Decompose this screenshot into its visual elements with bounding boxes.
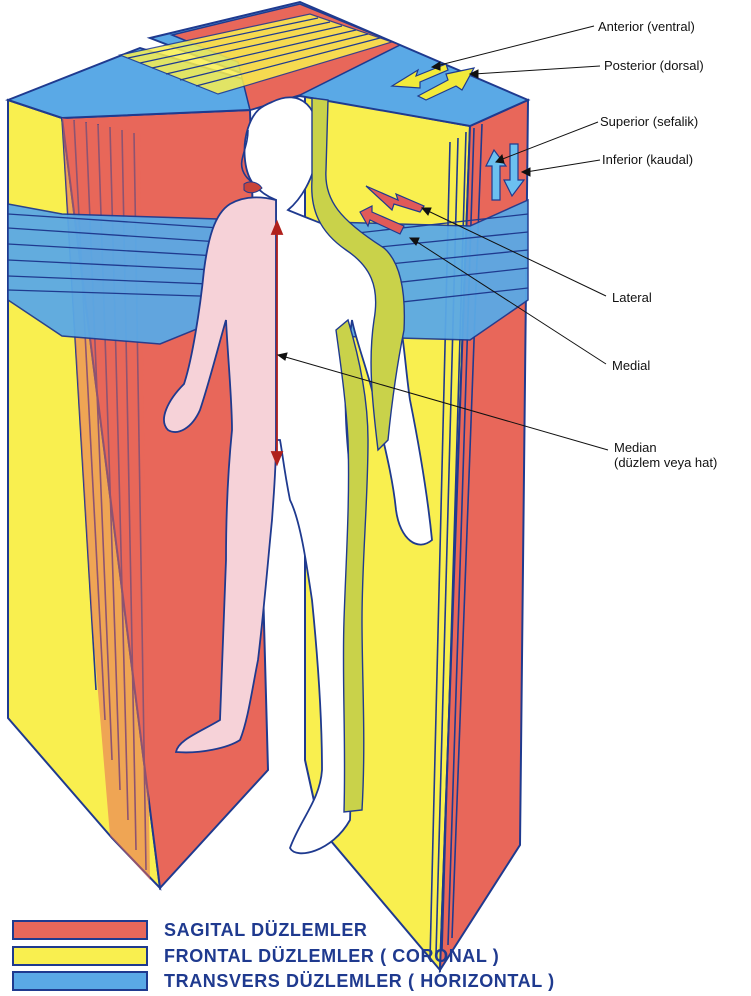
legend-label-transverse: TRANSVERS DÜZLEMLER ( HORIZONTAL ) bbox=[164, 970, 555, 992]
legend-swatch-frontal bbox=[12, 946, 148, 966]
label-lateral: Lateral bbox=[612, 290, 652, 305]
label-anterior: Anterior (ventral) bbox=[598, 19, 695, 34]
label-medial: Medial bbox=[612, 358, 650, 373]
legend-label-sagittal: SAGITAL DÜZLEMLER bbox=[164, 919, 368, 941]
label-superior: Superior (sefalik) bbox=[600, 114, 698, 129]
label-inferior: Inferior (kaudal) bbox=[602, 152, 693, 167]
legend-swatch-sagittal bbox=[12, 920, 148, 940]
legend-label-frontal: FRONTAL DÜZLEMLER ( CORONAL ) bbox=[164, 945, 499, 967]
label-median: Median bbox=[614, 440, 657, 455]
label-posterior: Posterior (dorsal) bbox=[604, 58, 704, 73]
label-median-sub: (düzlem veya hat) bbox=[614, 455, 717, 470]
legend-swatch-transverse bbox=[12, 971, 148, 991]
